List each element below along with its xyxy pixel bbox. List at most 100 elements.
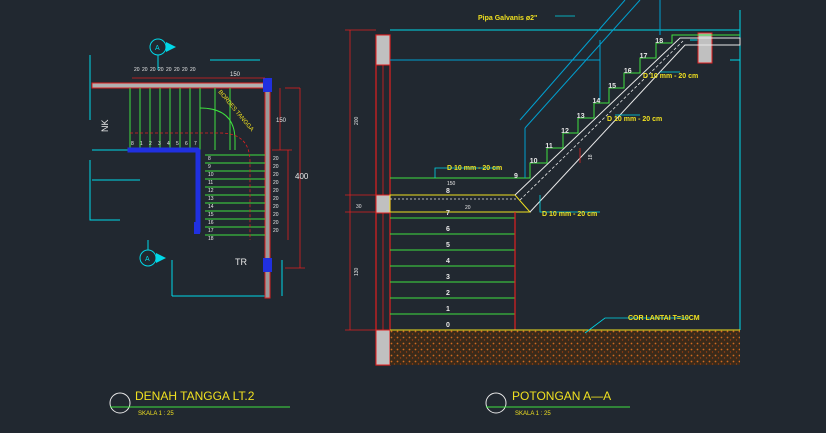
section-dim-20: 20 [465,205,471,211]
plan-side-tread-label: 20 [273,220,279,226]
plan-upper-step-number: 7 [194,141,197,147]
plan-blue-stringer [127,147,201,233]
plan-side-dim-150: 150 [276,118,287,124]
plan-top-beam [91,82,271,89]
section-leader-lines [434,15,690,334]
plan-top-tread-label: 20 [174,67,180,73]
section-floor-label: COR LANTAI T=10CM [628,315,700,322]
plan-bordes-label: BORDES TANGGA [216,89,254,133]
plan-lower-step-number: 10 [208,172,214,178]
section-dim-200: 200 [354,116,360,125]
plan-top-tread-label: 20 [142,67,148,73]
plan-landing [199,88,236,150]
section-landing-slab [389,194,532,213]
section-title-block [485,392,630,414]
section-lower-step-number: 5 [446,242,450,249]
section-pipe-label: Pipa Galvanis ø2" [478,15,537,22]
plan-scale: SKALA 1 : 25 [138,411,174,417]
plan-tr-label: TR [235,257,247,267]
section-upper-step-number: 15 [608,83,616,90]
section-upper-flight [514,37,741,213]
section-scale: SKALA 1 : 25 [515,411,551,417]
plan-lower-treads [205,154,265,236]
plan-lower-step-number: 16 [208,220,214,226]
section-cyan-outline [390,10,741,330]
section-lower-step-number: 7 [446,210,450,217]
plan-side-dim-400: 400 [295,172,309,181]
plan-lower-step-number: 17 [208,228,214,234]
section-handrail [390,0,661,178]
plan-view [89,38,305,299]
section-steps [390,34,740,179]
section-upper-step-number: 14 [593,98,601,105]
section-upper-step-number: 8 [446,188,450,195]
section-title: POTONGAN A—A [512,389,611,403]
section-right-column [697,32,713,64]
section-lower-step-number: 2 [446,290,450,297]
plan-upper-step-number: 8 [131,141,134,147]
plan-side-tread-label: 20 [273,156,279,162]
plan-upper-step-number: 1 [140,141,143,147]
plan-stringer-end [194,222,200,234]
plan-cyan-outline [89,55,283,297]
section-lower-step-number: 6 [446,226,450,233]
plan-side-tread-label: 20 [273,196,279,202]
plan-lower-step-number: 14 [208,204,214,210]
plan-lower-step-number: 18 [208,236,214,242]
section-rebar-mid: D 10 mm - 20 cm [607,116,662,123]
plan-title: DENAH TANGGA LT.2 [135,389,255,403]
section-rebar-bottom: D 10 mm - 20 cm [542,211,597,218]
plan-upper-step-number: 4 [167,141,170,147]
section-floor-hatch [390,330,740,365]
plan-walk-line [130,132,251,240]
plan-lower-step-number: 12 [208,188,214,194]
plan-section-marker-bottom-label: A [145,256,150,263]
plan-top-dim: 150 [230,72,241,78]
plan-upper-treads [129,88,201,150]
plan-upper-step-number: 5 [176,141,179,147]
plan-nk-label: NK [100,119,110,132]
plan-column-bottom [263,258,272,272]
plan-upper-step-number: 3 [158,141,161,147]
section-upper-step-number: 12 [561,128,569,135]
section-dim-r: 18 [588,154,594,160]
plan-lower-step-number: 8 [208,156,211,162]
plan-section-marker-bottom [139,240,166,267]
section-upper-step-number: 10 [530,158,538,165]
plan-side-tread-label: 20 [273,204,279,210]
section-lower-step-number: 4 [446,258,450,265]
plan-section-marker-top [149,38,176,70]
section-upper-step-number: 18 [655,38,663,45]
section-upper-step-number: 11 [545,143,553,150]
section-dim-150: 150 [447,181,456,187]
section-lower-step-number: 0 [446,322,450,329]
plan-top-tread-label: 20 [166,67,172,73]
plan-section-marker-top-label: A [155,45,160,52]
plan-top-tread-label: 20 [158,67,164,73]
plan-top-tread-label: 20 [134,67,140,73]
section-rebar-top: D 10 mm - 20 cm [643,73,698,80]
section-lower-step-number: 3 [446,274,450,281]
plan-side-tread-label: 20 [273,188,279,194]
section-upper-step-number: 17 [640,53,648,60]
section-rebar-landing: D 10 mm - 20 cm [447,165,502,172]
plan-side-tread-label: 20 [273,180,279,186]
plan-top-tread-label: 20 [182,67,188,73]
plan-upper-step-number: 2 [149,141,152,147]
plan-title-block [109,392,290,414]
section-upper-step-number: 16 [624,68,632,75]
plan-side-tread-label: 20 [273,228,279,234]
section-view [345,0,741,366]
section-upper-step-number: 9 [514,173,518,180]
plan-lower-step-number: 9 [208,164,211,170]
plan-side-tread-label: 20 [273,164,279,170]
plan-top-tread-label: 20 [150,67,156,73]
section-dimension-lines [345,29,581,331]
